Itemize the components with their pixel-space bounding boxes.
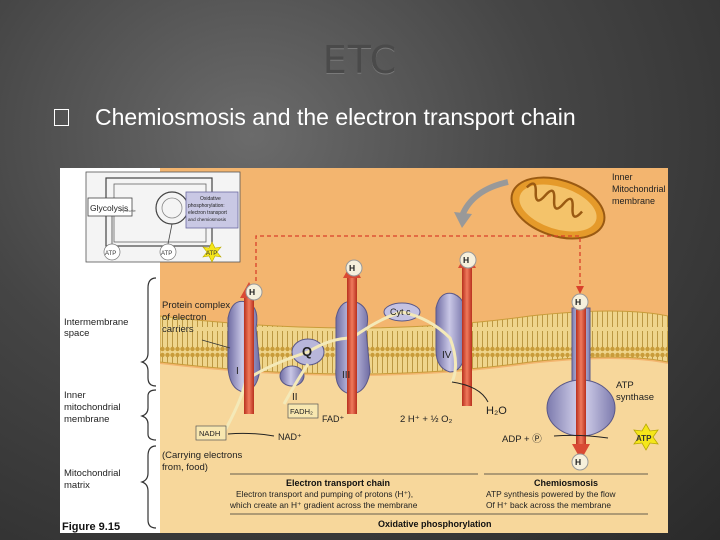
label-complex-IV: IV bbox=[442, 350, 452, 361]
label-matrix: Mitochondrial bbox=[64, 468, 121, 479]
fadh2-box bbox=[287, 403, 319, 419]
label-atp-product: ATP bbox=[636, 434, 652, 443]
label-atp-synthase-2: synthase bbox=[616, 392, 654, 403]
inset-oxphos-3: electron transport bbox=[188, 210, 228, 216]
h-plus-3: H bbox=[463, 255, 469, 265]
top-label-inner: Inner bbox=[612, 172, 633, 182]
label-complex-I: I bbox=[236, 366, 239, 377]
inset-oxphos-2: phosphorylation: bbox=[188, 203, 225, 209]
etc-desc-2: which create an H⁺ gradient across the m… bbox=[229, 500, 418, 510]
top-label-membrane: membrane bbox=[612, 196, 655, 206]
nadh-box bbox=[195, 425, 227, 441]
h-plus-5: H bbox=[575, 457, 581, 467]
inset-overview: Glycolysis Pyruvate Oxidative phosphoryl… bbox=[85, 171, 241, 263]
label-inner: Inner bbox=[64, 390, 86, 401]
label-carrying-2: from, food) bbox=[162, 462, 208, 473]
mitochondrion-icon bbox=[510, 176, 606, 240]
inset-atp-3: ATP bbox=[206, 251, 217, 257]
label-intermembrane: Intermembrane bbox=[64, 317, 128, 328]
label-fadh2: FADH₂ bbox=[290, 407, 313, 416]
label-cyt-c: Cyt c bbox=[390, 307, 411, 317]
inset-oxphos-4: and chemiosmosis bbox=[188, 217, 227, 222]
label-matrix-2: matrix bbox=[64, 480, 90, 491]
inset-pyruvate: Pyruvate bbox=[120, 208, 137, 213]
label-inner-2: mitochondrial bbox=[64, 402, 121, 413]
proton-flow-dashed bbox=[255, 235, 581, 288]
label-h2o: H₂O bbox=[486, 405, 507, 417]
matrix-region bbox=[160, 359, 668, 533]
label-nad: NAD⁺ bbox=[278, 432, 302, 442]
oxphos-title: Oxidative phosphorylation bbox=[378, 519, 492, 529]
label-inner-3: membrane bbox=[64, 414, 109, 425]
label-q: Q bbox=[302, 344, 312, 359]
figure-number: Figure 9.15 bbox=[62, 521, 120, 533]
chemiosmosis-title: Chemiosmosis bbox=[534, 478, 598, 488]
top-label-mito: Mitochondrial bbox=[612, 184, 666, 194]
etc-figure: Intermembrane space Inner mitochondrial … bbox=[60, 168, 669, 533]
etc-diagram: Intermembrane space Inner mitochondrial … bbox=[60, 168, 669, 533]
h-plus-2: H bbox=[349, 263, 355, 273]
inset-atp-1: ATP bbox=[105, 251, 116, 257]
etc-desc-1: Electron transport and pumping of proton… bbox=[236, 489, 413, 499]
chemiosmosis-desc-2: Of H⁺ back across the membrane bbox=[486, 500, 611, 510]
label-intermembrane-2: space bbox=[64, 328, 89, 339]
callout-protein-complex-1: Protein complex bbox=[162, 300, 230, 311]
label-adp-pi: ADP + Ⓟ bbox=[502, 434, 542, 445]
proton-arrow-synthase bbox=[572, 296, 590, 460]
bullet-text: Chemiosmosis and the electron transport … bbox=[95, 104, 576, 130]
callout-protein-complex-2: of electron bbox=[162, 312, 206, 323]
inset-atp-2: ATP bbox=[161, 251, 172, 257]
atp-starburst-icon: ATP bbox=[633, 423, 659, 451]
h-plus-1: H bbox=[249, 287, 255, 297]
callout-protein-complex-3: carriers bbox=[162, 324, 194, 335]
inset-oxphos-1: Oxidative bbox=[200, 196, 221, 202]
etc-title: Electron transport chain bbox=[286, 478, 390, 488]
zoom-arrow bbox=[459, 179, 509, 218]
bullet-item: Chemiosmosis and the electron transport … bbox=[54, 104, 576, 131]
label-carrying-1: (Carrying electrons bbox=[162, 450, 242, 461]
label-water-equation: 2 H⁺ + ½ O₂ bbox=[400, 414, 453, 425]
label-complex-III: III bbox=[342, 370, 350, 381]
inset-glycolysis: Glycolysis bbox=[90, 203, 128, 213]
label-complex-II: II bbox=[292, 392, 298, 403]
label-nadh: NADH bbox=[199, 429, 220, 438]
slide-title: ETC bbox=[322, 38, 398, 82]
label-fad: FAD⁺ bbox=[322, 414, 345, 424]
bullet-box-icon bbox=[54, 109, 69, 126]
chemiosmosis-desc-1: ATP synthesis powered by the flow bbox=[486, 489, 617, 499]
h-plus-4: H bbox=[575, 297, 581, 307]
brackets bbox=[140, 277, 157, 529]
label-atp-synthase-1: ATP bbox=[616, 380, 634, 391]
